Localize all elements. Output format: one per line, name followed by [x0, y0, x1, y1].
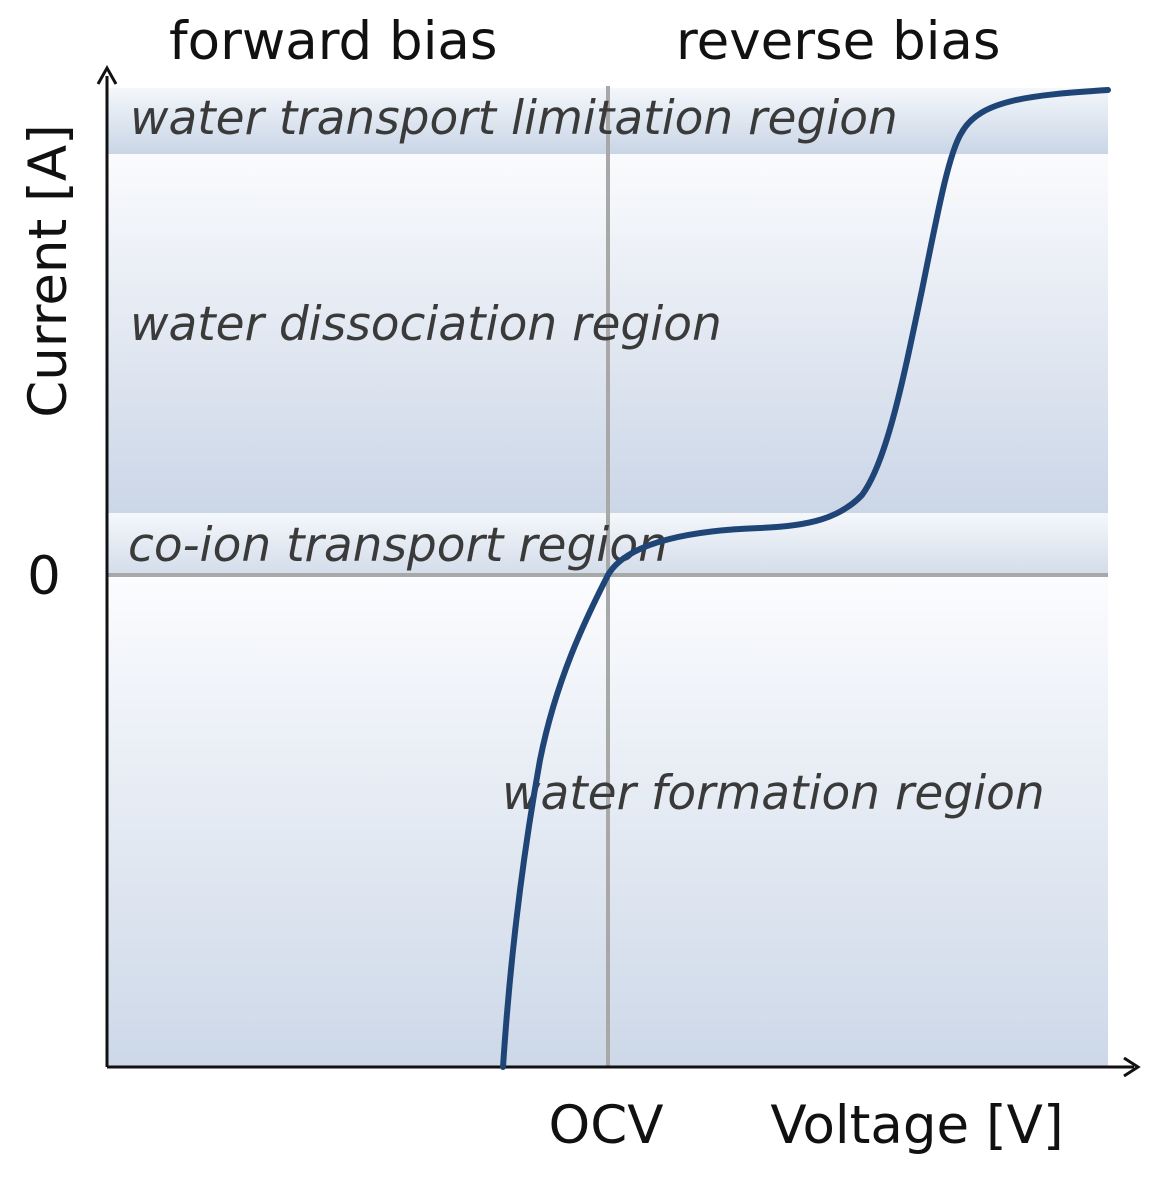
- region-label-water-dissociation: water dissociation region: [130, 297, 722, 352]
- region-label-water-formation: water formation region: [502, 766, 1045, 821]
- forward-bias-label: forward bias: [169, 11, 498, 72]
- x-axis-arrowhead: [1123, 1056, 1141, 1078]
- region-label-water-transport-limitation: water transport limitation region: [130, 91, 898, 146]
- x-axis-label: Voltage [V]: [770, 1095, 1063, 1156]
- ocv-tick-label: OCV: [549, 1095, 664, 1156]
- reverse-bias-label: reverse bias: [676, 11, 1001, 72]
- y-axis-arrowhead: [96, 64, 118, 85]
- iv-curve: [500, 87, 1111, 1070]
- y-axis-label: Current [A]: [18, 124, 79, 418]
- region-label-co-ion-transport: co-ion transport region: [128, 518, 668, 573]
- y-zero-tick-label: 0: [27, 546, 61, 607]
